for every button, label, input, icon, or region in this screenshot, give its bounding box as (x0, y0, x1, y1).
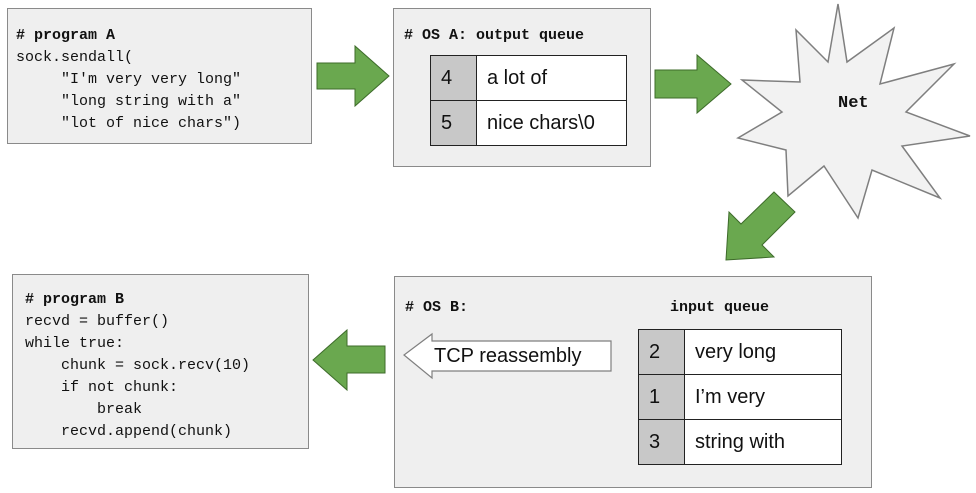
os-a-title: # OS A: output queue (404, 27, 585, 44)
program-a-header: # program A (16, 27, 116, 44)
queue-chunk-text: nice chars\0 (476, 100, 627, 146)
queue-seq-number: 1 (638, 374, 685, 420)
tcp-reassembly-label: TCP reassembly (434, 345, 582, 367)
tcp-reassembly-arrow (403, 332, 612, 380)
queue-row: 5 nice chars\0 (430, 100, 627, 146)
os-a-output-queue: 4 a lot of 5 nice chars\0 (430, 55, 627, 146)
program-b-line: chunk = sock.recv(10) (25, 357, 251, 374)
flow-arrow-right (316, 44, 390, 108)
program-a-line: sock.sendall( (16, 49, 134, 66)
queue-chunk-text: very long (684, 329, 842, 375)
os-b-input-queue-title: input queue (670, 299, 770, 316)
queue-chunk-text: I’m very (684, 374, 842, 420)
queue-row: 2 very long (638, 329, 842, 375)
program-a-line: "I'm very very long" (16, 71, 242, 88)
queue-row: 3 string with (638, 419, 842, 465)
flow-arrow-right (654, 53, 732, 115)
program-b-code: # program B recvd = buffer() while true:… (25, 289, 250, 443)
program-a-line: "lot of nice chars") (16, 115, 242, 132)
program-b-line: break (25, 401, 143, 418)
program-b-line: recvd = buffer() (25, 313, 170, 330)
flow-arrow-left (312, 328, 386, 392)
os-a-box: # OS A: output queue 4 a lot of 5 nice c… (393, 8, 651, 167)
program-b-line: recvd.append(chunk) (25, 423, 233, 440)
program-a-line: "long string with a" (16, 93, 242, 110)
net-label: Net (838, 94, 869, 113)
queue-seq-number: 2 (638, 329, 685, 375)
queue-chunk-text: string with (684, 419, 842, 465)
queue-seq-number: 4 (430, 55, 477, 101)
queue-row: 1 I’m very (638, 374, 842, 420)
flow-arrow-down-left (725, 191, 796, 261)
program-a-code: # program A sock.sendall( "I'm very very… (16, 25, 241, 135)
program-b-header: # program B (25, 291, 125, 308)
queue-chunk-text: a lot of (476, 55, 627, 101)
os-b-title: # OS B: (405, 299, 469, 316)
queue-seq-number: 5 (430, 100, 477, 146)
program-b-line: if not chunk: (25, 379, 179, 396)
queue-seq-number: 3 (638, 419, 685, 465)
os-b-box: # OS B: input queue 2 very long 1 I’m ve… (394, 276, 872, 488)
queue-row: 4 a lot of (430, 55, 627, 101)
os-b-input-queue: 2 very long 1 I’m very 3 string with (638, 329, 842, 465)
program-a-box: # program A sock.sendall( "I'm very very… (7, 8, 312, 144)
program-b-line: while true: (25, 335, 125, 352)
program-b-box: # program B recvd = buffer() while true:… (12, 274, 309, 449)
network-starburst (736, 3, 971, 220)
